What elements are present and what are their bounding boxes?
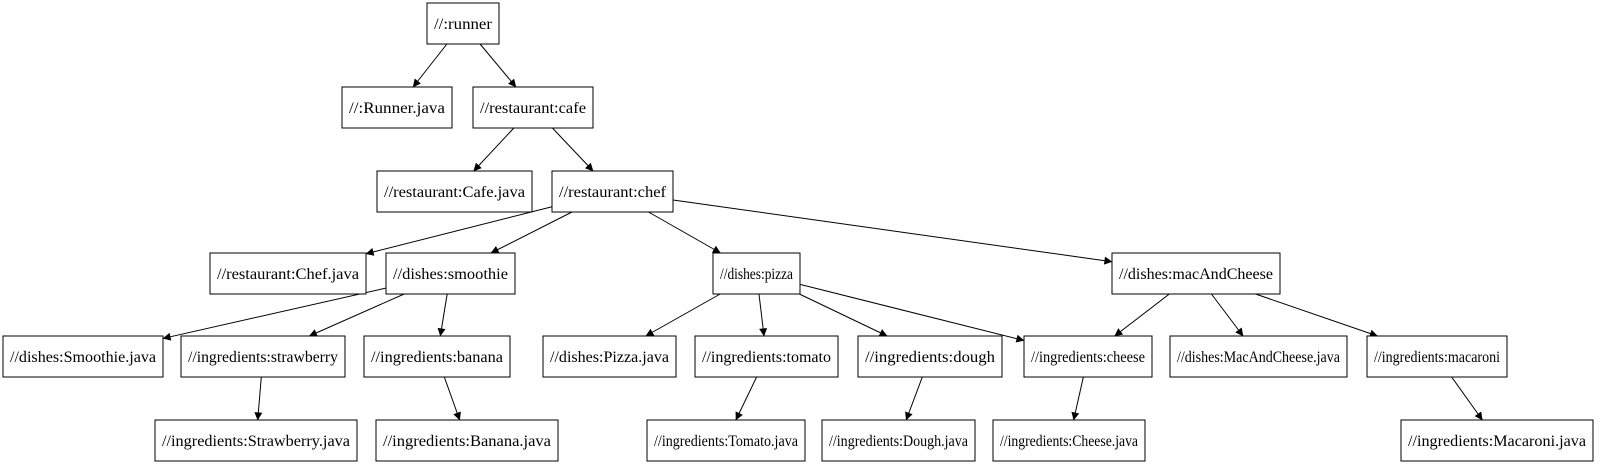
node-mac-and-cheese: //dishes:macAndCheese <box>1111 252 1281 295</box>
node-label-runner-java: //:Runner.java <box>349 100 445 117</box>
node-box-cafe-java <box>376 170 533 213</box>
node-smoothie: //dishes:smoothie <box>385 252 516 295</box>
node-box-pizza-java <box>542 335 677 378</box>
node-box-strawberry-java <box>154 419 358 462</box>
node-label-macaroni-java: //ingredients:Macaroni.java <box>1408 433 1586 450</box>
node-strawberry: //ingredients:strawberry <box>180 335 346 378</box>
node-box-smoothie-java <box>2 335 164 378</box>
node-box-tomato-java <box>646 419 806 462</box>
node-box-dough <box>857 335 1003 378</box>
node-label-chef-java: //restaurant:Chef.java <box>217 266 359 283</box>
node-box-macaroni-java <box>1400 419 1594 462</box>
node-pizza-java: //dishes:Pizza.java <box>542 335 677 378</box>
edge-smoothie-to-smoothie-java <box>162 287 387 341</box>
node-label-mac-and-cheese: //dishes:macAndCheese <box>1119 266 1273 283</box>
node-box-runner-java <box>341 86 453 129</box>
node-pizza: //dishes:pizza <box>712 252 801 295</box>
edge-chef-to-chef-java <box>365 206 553 256</box>
node-runner: //:runner <box>426 2 500 45</box>
node-box-pizza <box>712 252 801 295</box>
edge-macaroni-to-macaroni-java <box>1451 376 1483 421</box>
node-label-cafe-java: //restaurant:Cafe.java <box>384 184 525 201</box>
node-box-banana-java <box>375 419 559 462</box>
node-label-mac-and-cheese-java: //dishes:MacAndCheese.java <box>1177 349 1340 366</box>
edge-pizza-to-cheese <box>799 283 1025 343</box>
node-banana-java: //ingredients:Banana.java <box>375 419 559 462</box>
edge-smoothie-to-strawberry <box>308 293 405 337</box>
node-dough: //ingredients:dough <box>857 335 1003 378</box>
edge-chef-to-smoothie <box>490 211 573 254</box>
node-box-dough-java <box>821 419 976 462</box>
node-macaroni-java: //ingredients:Macaroni.java <box>1400 419 1594 462</box>
edge-runner-to-runner-java <box>412 43 448 88</box>
edge-chef-to-mac-and-cheese <box>672 199 1113 265</box>
node-label-strawberry: //ingredients:strawberry <box>188 349 338 366</box>
node-banana: //ingredients:banana <box>363 335 511 378</box>
node-box-banana <box>363 335 511 378</box>
node-label-dough-java: //ingredients:Dough.java <box>829 433 968 450</box>
node-box-chef <box>551 170 674 213</box>
edge-pizza-to-dough <box>799 293 888 337</box>
node-label-runner: //:runner <box>434 16 493 33</box>
node-chef-java: //restaurant:Chef.java <box>209 252 367 295</box>
edge-pizza-to-pizza-java <box>645 293 721 337</box>
edge-smoothie-to-banana <box>437 293 448 337</box>
node-label-macaroni: //ingredients:macaroni <box>1374 349 1501 366</box>
node-label-smoothie-java: //dishes:Smoothie.java <box>10 349 156 366</box>
node-box-cheese <box>1023 335 1153 378</box>
node-tomato-java: //ingredients:Tomato.java <box>646 419 806 462</box>
node-chef: //restaurant:chef <box>551 170 674 213</box>
node-box-runner <box>426 2 500 45</box>
node-label-cheese-java: //ingredients:Cheese.java <box>1000 433 1138 450</box>
node-label-cafe: //restaurant:cafe <box>480 100 586 117</box>
edge-cheese-to-cheese-java <box>1071 376 1084 421</box>
node-label-cheese: //ingredients:cheese <box>1031 349 1145 366</box>
node-cafe-java: //restaurant:Cafe.java <box>376 170 533 213</box>
node-tomato: //ingredients:tomato <box>694 335 839 378</box>
node-strawberry-java: //ingredients:Strawberry.java <box>154 419 358 462</box>
node-box-cafe <box>472 86 594 129</box>
node-dough-java: //ingredients:Dough.java <box>821 419 976 462</box>
edge-mac-and-cheese-to-macaroni <box>1255 293 1378 338</box>
node-box-tomato <box>694 335 839 378</box>
node-label-banana: //ingredients:banana <box>371 349 503 366</box>
edge-chef-to-pizza <box>648 211 721 254</box>
node-runner-java: //:Runner.java <box>341 86 453 129</box>
edge-cafe-to-chef <box>552 127 594 172</box>
node-label-smoothie: //dishes:smoothie <box>393 266 508 283</box>
edge-strawberry-to-strawberry-java <box>254 376 263 421</box>
node-label-strawberry-java: //ingredients:Strawberry.java <box>162 433 350 450</box>
node-mac-and-cheese-java: //dishes:MacAndCheese.java <box>1169 335 1348 378</box>
node-label-banana-java: //ingredients:Banana.java <box>383 433 551 450</box>
edge-banana-to-banana-java <box>443 376 461 421</box>
node-cafe: //restaurant:cafe <box>472 86 594 129</box>
edge-pizza-to-tomato <box>758 293 768 337</box>
node-label-pizza-java: //dishes:Pizza.java <box>550 349 669 366</box>
node-cheese-java: //ingredients:Cheese.java <box>992 419 1146 462</box>
node-box-macaroni <box>1366 335 1508 378</box>
node-box-chef-java <box>209 252 367 295</box>
node-box-strawberry <box>180 335 346 378</box>
edge-mac-and-cheese-to-cheese <box>1114 293 1170 337</box>
edge-cafe-to-cafe-java <box>473 127 515 172</box>
edge-dough-to-dough-java <box>905 376 923 421</box>
node-macaroni: //ingredients:macaroni <box>1366 335 1508 378</box>
node-box-cheese-java <box>992 419 1146 462</box>
node-label-dough: //ingredients:dough <box>865 349 995 366</box>
node-label-tomato-java: //ingredients:Tomato.java <box>654 433 798 450</box>
edge-runner-to-cafe <box>479 43 517 88</box>
node-label-tomato: //ingredients:tomato <box>702 349 831 366</box>
edge-tomato-to-tomato-java <box>735 376 758 421</box>
node-label-pizza: //dishes:pizza <box>720 266 793 283</box>
node-cheese: //ingredients:cheese <box>1023 335 1153 378</box>
node-box-mac-and-cheese <box>1111 252 1281 295</box>
node-label-chef: //restaurant:chef <box>559 184 667 201</box>
node-box-smoothie <box>385 252 516 295</box>
node-box-mac-and-cheese-java <box>1169 335 1348 378</box>
node-smoothie-java: //dishes:Smoothie.java <box>2 335 164 378</box>
edge-mac-and-cheese-to-mac-and-cheese-java <box>1211 293 1244 337</box>
